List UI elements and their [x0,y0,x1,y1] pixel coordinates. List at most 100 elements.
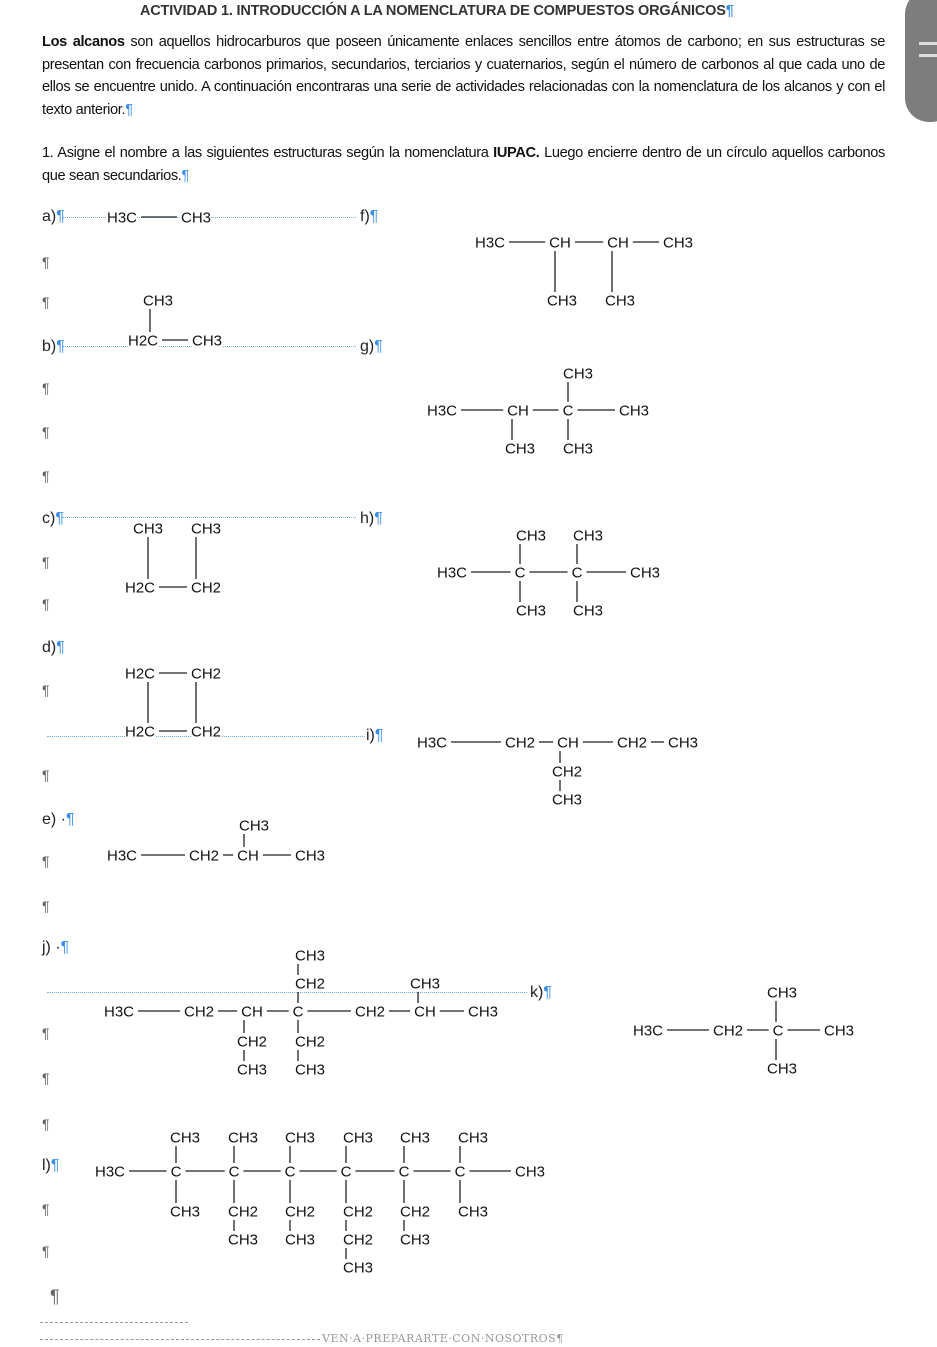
label-text: a) [42,208,57,225]
atom-group: CH2 [183,1003,215,1021]
atom-group: CH [237,847,259,865]
atom-group: CH3 [766,984,798,1002]
atom-group: H2C [124,665,156,683]
atom-group: CH3 [618,402,650,420]
atom-group: CH2 [504,734,536,752]
question-text: 1. Asigne el nombre a las siguientes est… [42,145,494,161]
pilcrow: ¶ [42,1243,50,1259]
atom-group: CH3 [132,520,164,538]
atom-group: CH3 [409,975,441,993]
label-text: h) [360,510,375,527]
pilcrow: ¶ [50,1157,60,1174]
atom-group: CH3 [457,1129,489,1147]
atom-group: H2C [127,332,159,350]
atom-group: CH3 [399,1231,431,1249]
pilcrow: ¶ [374,510,383,527]
pilcrow: ¶ [55,510,64,527]
atom-group: H3C [474,234,506,252]
atom-group: CH [607,234,629,252]
atom-group: H3C [416,734,448,752]
atom-group: CH2 [190,723,222,741]
atom-group: CH3 [546,292,578,310]
intro-text: son aquellos hidrocarburos que poseen ún… [42,34,886,118]
atom-group: C [398,1163,410,1181]
label-text: d) [42,639,57,656]
atom-group: CH2 [190,665,222,683]
footer-leader [40,1339,320,1340]
atom-group: CH3 [551,791,583,809]
atom-group: CH2 [551,763,583,781]
pilcrow: ¶ [125,101,133,118]
label-text: b) [42,338,57,355]
atom-group: CH2 [712,1022,744,1040]
atom-group: H2C [124,579,156,597]
atom-group: CH3 [294,1061,326,1079]
atom-group: CH3 [294,947,326,965]
pilcrow: ¶ [50,1286,60,1307]
atom-group: C [514,564,526,582]
atom-group: CH3 [238,817,270,835]
pilcrow: ¶ [42,596,50,612]
atom-group: H3C [106,209,138,227]
label-text: k) [530,984,544,1001]
label-text: i) [366,727,375,744]
atom-group: CH [507,402,529,420]
atom-group: H3C [94,1163,126,1181]
item-label-g: g)¶ [360,338,383,356]
pilcrow: ¶ [60,939,70,956]
atom-group: C [562,402,574,420]
pilcrow: ¶ [369,208,379,225]
pilcrow: ¶ [42,682,50,698]
atom-group: CH3 [572,602,604,620]
atom-group: CH3 [342,1129,374,1147]
tab-leader [47,992,527,993]
atom-group: CH3 [467,1003,499,1021]
label-text: f) [360,208,370,225]
item-label-c: c)¶ [42,510,64,528]
atom-group: H3C [103,1003,135,1021]
atom-group: CH2 [236,1033,268,1051]
pilcrow: ¶ [725,3,734,19]
pilcrow: ¶ [56,208,65,225]
pilcrow: ¶ [42,294,50,310]
atom-group: CH3 [284,1231,316,1249]
atom-group: CH2 [188,847,220,865]
pilcrow: ¶ [42,424,50,440]
atom-group: C [571,564,583,582]
pilcrow: ¶ [42,1070,50,1086]
question-bold: IUPAC. [493,145,540,161]
atom-group: CH3 [667,734,699,752]
pilcrow: ¶ [374,338,383,355]
atom-group: CH3 [515,602,547,620]
document-title: ACTIVIDAD 1. INTRODUCCIÓN A LA NOMENCLAT… [140,3,734,20]
pilcrow: ¶ [374,727,384,744]
atom-group: CH3 [562,365,594,383]
atom-group: H3C [426,402,458,420]
atom-group: C [454,1163,466,1181]
atom-group: CH3 [342,1259,374,1277]
item-label-j: j) ·¶ [42,939,69,957]
label-text: j) · [42,939,61,956]
pilcrow: ¶ [42,1201,50,1217]
atom-group: C [772,1022,784,1040]
pilcrow: ¶ [56,639,65,656]
scroll-handle[interactable] [905,0,937,122]
atom-group: CH2 [227,1203,259,1221]
tab-leader [62,517,356,518]
atom-group: C [340,1163,352,1181]
atom-group: CH2 [354,1003,386,1021]
atom-group: CH3 [142,292,174,310]
label-text: e) · [42,811,66,828]
item-label-i: i)¶ [366,727,383,745]
atom-group: CH3 [236,1061,268,1079]
question-text-2: Luego encierre dentro de un círculo aque… [42,145,886,184]
atom-group: CH3 [572,527,604,545]
atom-group: CH3 [766,1060,798,1078]
atom-group: CH3 [284,1129,316,1147]
question-paragraph: 1. Asigne el nombre a las siguientes est… [42,142,885,187]
atom-group: CH3 [191,332,223,350]
atom-group: H2C [124,723,156,741]
atom-group: C [170,1163,182,1181]
atom-group: CH3 [662,234,694,252]
